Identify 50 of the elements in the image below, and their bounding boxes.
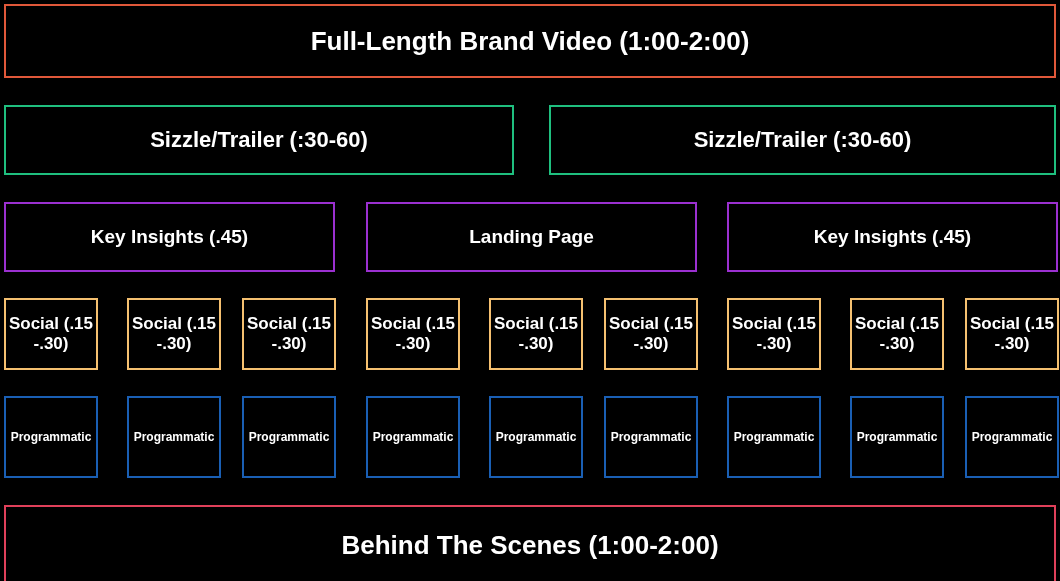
social-box bbox=[850, 298, 944, 370]
box-label: Social (.15 -.30) bbox=[492, 314, 580, 354]
box-label: Programmatic bbox=[248, 430, 330, 444]
box-label: Programmatic bbox=[971, 430, 1053, 444]
box-label: Social (.15 -.30) bbox=[7, 314, 95, 354]
social-box bbox=[4, 298, 98, 370]
box-label: Programmatic bbox=[372, 430, 454, 444]
box-label: Programmatic bbox=[856, 430, 938, 444]
social-box bbox=[604, 298, 698, 370]
box-label: Programmatic bbox=[733, 430, 815, 444]
box-label: Full-Length Brand Video (1:00-2:00) bbox=[310, 25, 750, 57]
programmatic-box bbox=[604, 396, 698, 478]
box-label: Behind The Scenes (1:00-2:00) bbox=[341, 529, 719, 561]
programmatic-box bbox=[727, 396, 821, 478]
programmatic-box bbox=[965, 396, 1059, 478]
box-label: Landing Page bbox=[469, 226, 594, 248]
title-box bbox=[4, 4, 1056, 78]
box-label: Key Insights (.45) bbox=[813, 226, 972, 248]
box-label: Programmatic bbox=[10, 430, 92, 444]
programmatic-box bbox=[366, 396, 460, 478]
box-label: Social (.15 -.30) bbox=[245, 314, 333, 354]
box-label: Social (.15 -.30) bbox=[968, 314, 1056, 354]
social-box bbox=[127, 298, 221, 370]
programmatic-box bbox=[489, 396, 583, 478]
insights-box bbox=[4, 202, 335, 272]
programmatic-box bbox=[850, 396, 944, 478]
box-label: Social (.15 -.30) bbox=[369, 314, 457, 354]
programmatic-box bbox=[4, 396, 98, 478]
box-label: Social (.15 -.30) bbox=[130, 314, 218, 354]
box-label: Programmatic bbox=[495, 430, 577, 444]
box-label: Programmatic bbox=[133, 430, 215, 444]
box-label: Social (.15 -.30) bbox=[853, 314, 941, 354]
social-box bbox=[727, 298, 821, 370]
social-box bbox=[965, 298, 1059, 370]
programmatic-box bbox=[242, 396, 336, 478]
box-label: Sizzle/Trailer (:30-60) bbox=[693, 127, 912, 153]
footer-box bbox=[4, 505, 1056, 581]
trailer-box bbox=[4, 105, 514, 175]
social-box bbox=[489, 298, 583, 370]
insights-box bbox=[727, 202, 1058, 272]
box-label: Social (.15 -.30) bbox=[730, 314, 818, 354]
box-label: Sizzle/Trailer (:30-60) bbox=[150, 127, 368, 153]
box-label: Key Insights (.45) bbox=[90, 226, 249, 248]
social-box bbox=[366, 298, 460, 370]
box-label: Social (.15 -.30) bbox=[607, 314, 695, 354]
landing-page-box bbox=[366, 202, 697, 272]
social-box bbox=[242, 298, 336, 370]
trailer-box bbox=[549, 105, 1056, 175]
programmatic-box bbox=[127, 396, 221, 478]
box-label: Programmatic bbox=[610, 430, 692, 444]
